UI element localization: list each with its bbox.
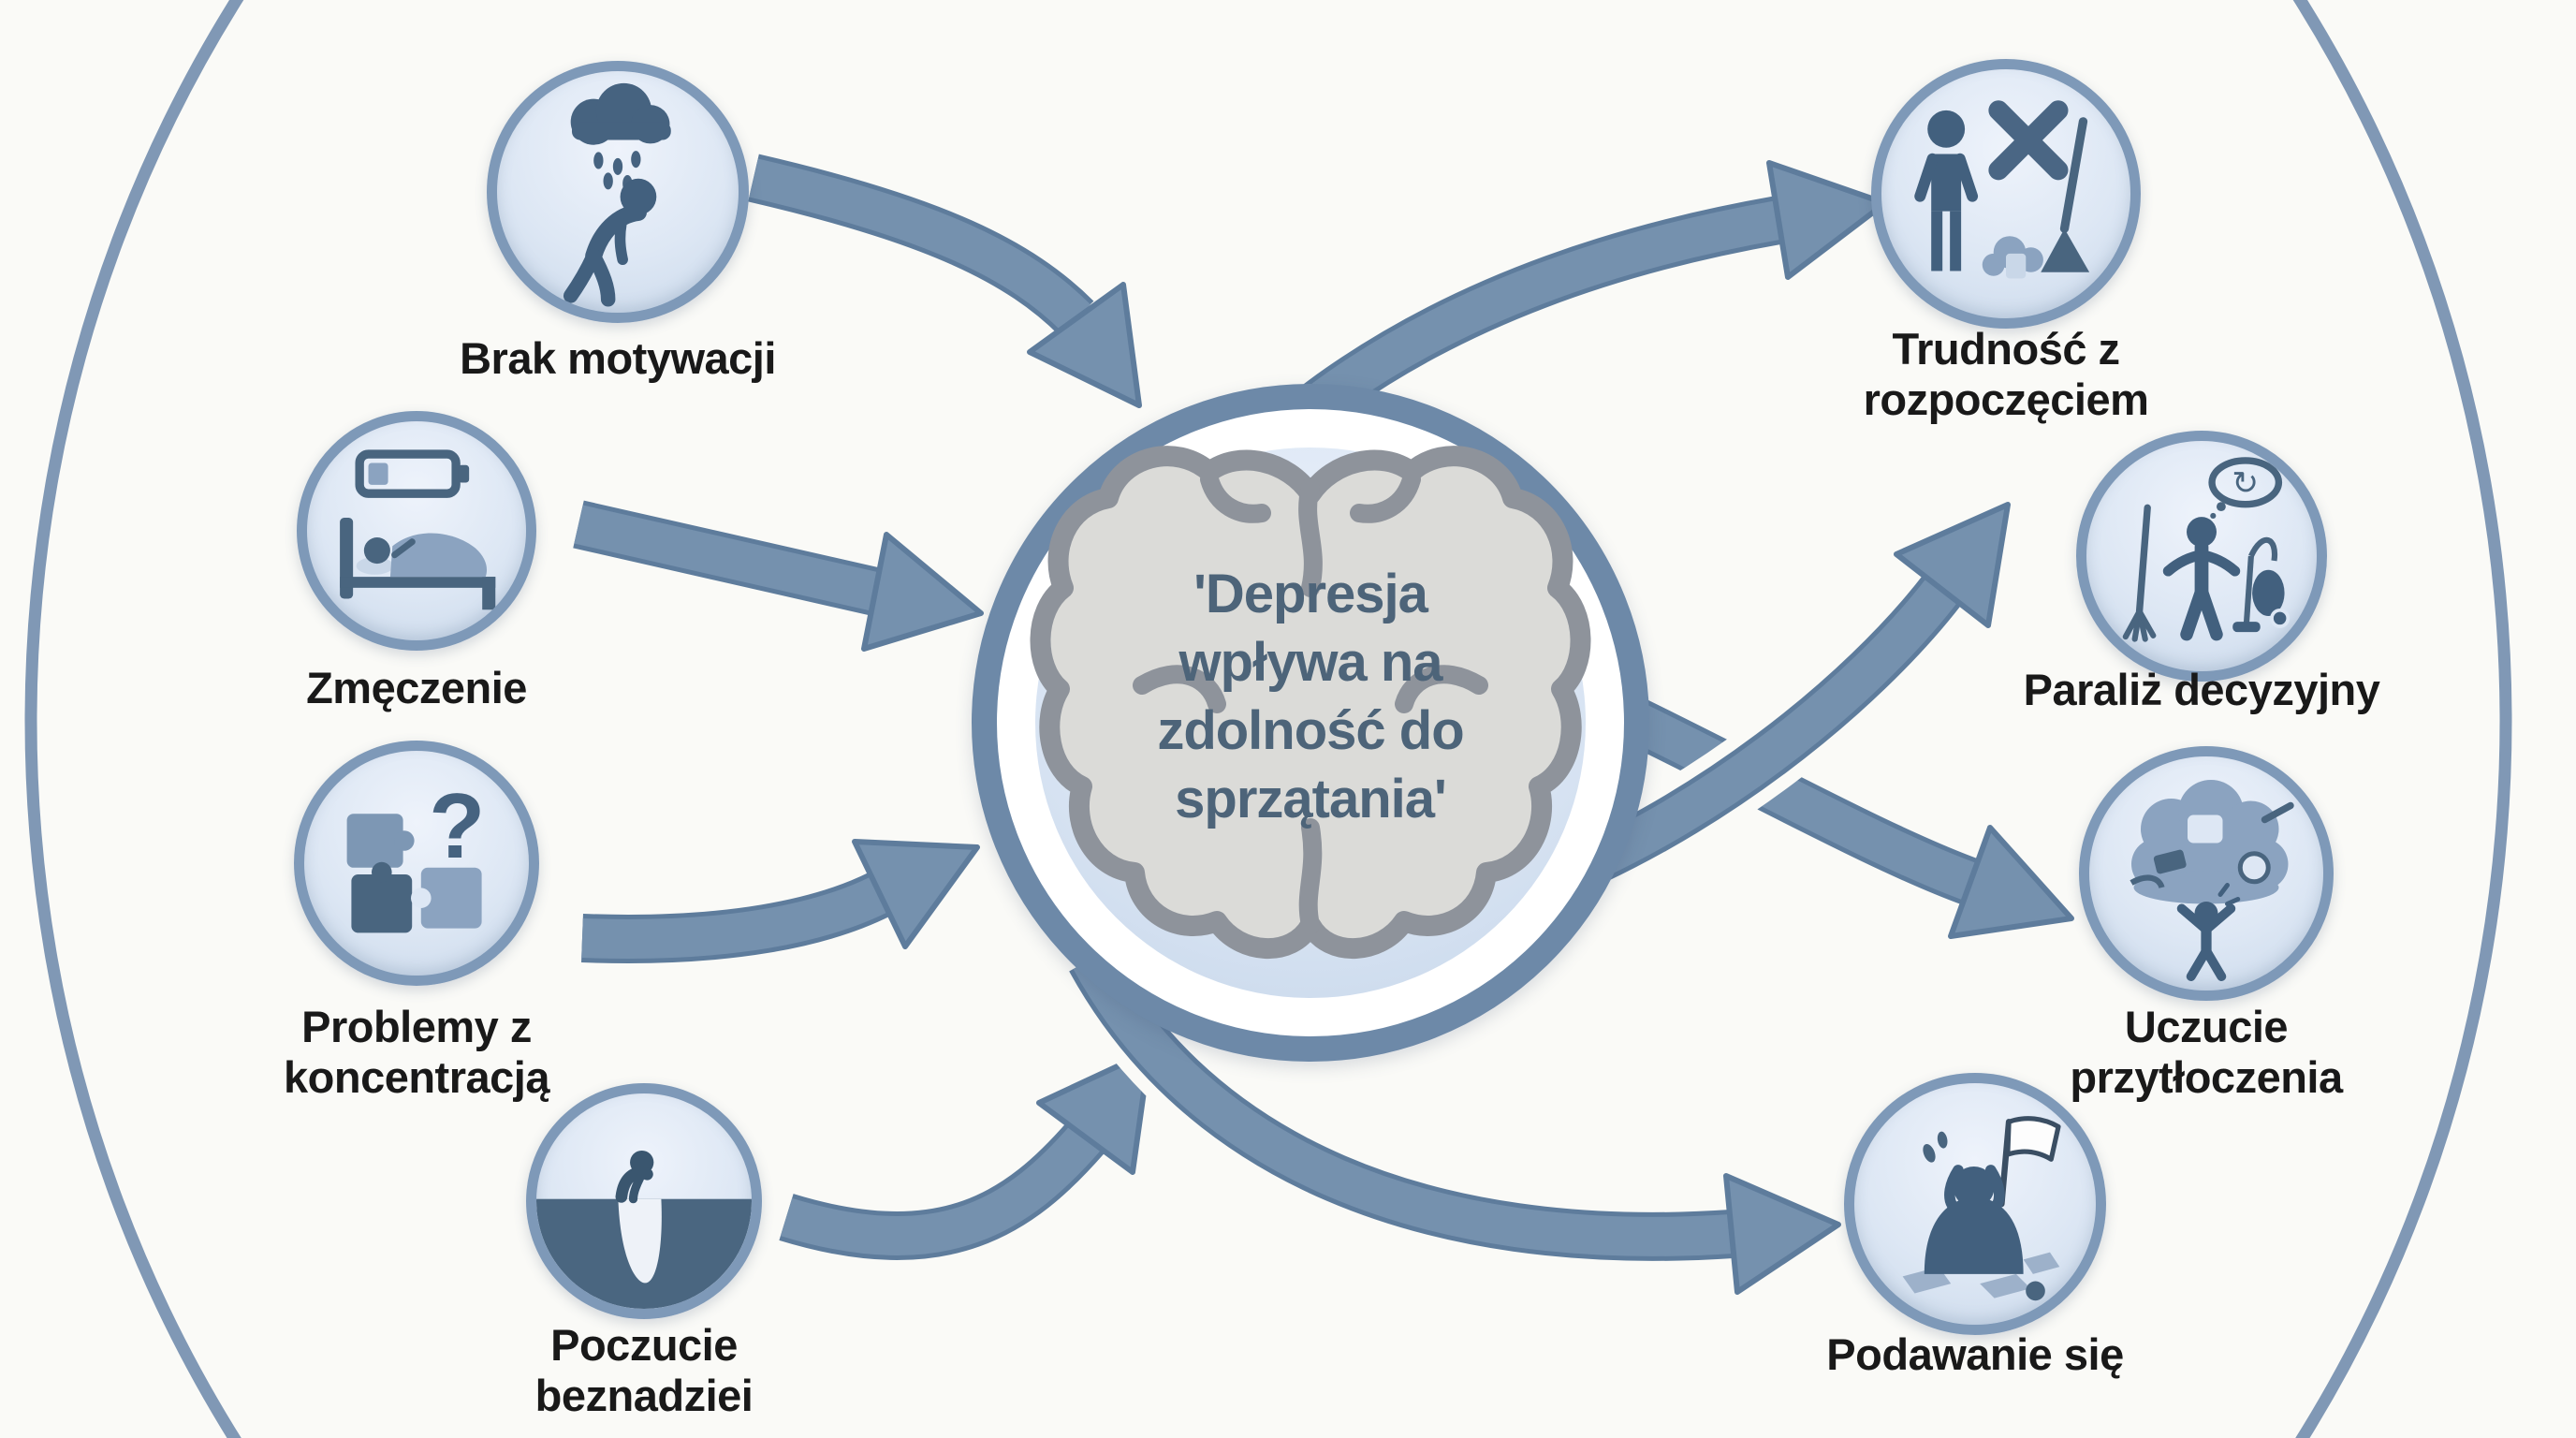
overwhelming-clutter-pile-icon [2130,780,2294,981]
brain-icon [1030,423,1591,1022]
brain-outline-icon [1030,446,1591,959]
label-podawanie-sie: Podawanie się [1713,1329,2237,1380]
label-line: Brak motywacji [460,333,776,383]
label-brak-motywacji: Brak motywacji [356,333,880,384]
center-title-line: sprzątania' [1175,769,1447,829]
node-brak-motywacji [487,61,749,323]
label-line: Poczucie [550,1320,738,1370]
label-uczucie-przytloczenia: Uczucie przytłoczenia [1944,1002,2468,1103]
label-line: beznadziei [534,1371,754,1420]
label-trudnosc-z-rozpoczeciem: Trudność z rozpoczęciem [1744,324,2268,425]
label-line: przytłoczenia [2070,1052,2343,1102]
label-line: Podawanie się [1826,1329,2124,1379]
label-line: koncentracją [284,1052,549,1102]
center-title: 'Depresja wpływa na zdolność do sprzątan… [1048,560,1573,833]
label-line: Zmęczenie [306,663,527,712]
low-battery-sleeping-person-icon [340,449,496,610]
arrow-problemy-to-center [580,829,990,976]
node-zmeczenie [297,411,536,651]
node-paraliz-decyzyjny: ↻ [2076,431,2327,682]
arrow-poczucie-to-center [775,1038,1163,1273]
label-line: Trudność z [1892,324,2120,374]
label-line: rozpoczęciem [1863,374,2149,424]
center-title-line: zdolność do [1157,700,1464,761]
node-poczucie-beznadziei [526,1083,762,1319]
label-zmeczenie: Zmęczenie [154,663,679,713]
center-title-line: 'Depresja [1193,564,1428,624]
center-title-line: wpływa na [1178,632,1442,693]
node-uczucie-przytloczenia [2079,746,2334,1001]
person-x-mess-broom-icon [1914,100,2090,279]
svg-text:↻: ↻ [2232,465,2259,503]
arrow-zmeczenie-to-center [570,488,994,662]
svg-text:?: ? [429,774,485,877]
arrow-brak-to-center [745,141,1152,418]
puzzle-question-mark-icon: ? [346,774,485,933]
arrow-center-to-podawanie [1057,941,1852,1305]
label-paraliz-decyzyjny: Paraliż decyzyjny [1939,665,2464,715]
label-line: Uczucie [2124,1002,2289,1051]
label-line: Paraliż decyzyjny [2023,665,2380,714]
shrug-person-mop-vacuum-icon: ↻ [2122,457,2291,642]
label-problemy-z-koncentracja: Problemy z koncentracją [154,1002,679,1103]
node-problemy-z-koncentracja: ? [294,741,539,986]
node-trudnosc-z-rozpoczeciem [1871,59,2141,329]
person-at-pit-icon [536,1150,752,1309]
label-line: Problemy z [301,1002,532,1051]
outer-boundary-ellipse [24,0,2512,1438]
label-poczucie-beznadziei: Poczucie beznadziei [382,1320,906,1421]
white-flag-giving-up-icon [1902,1116,2061,1301]
rain-cloud-sad-person-icon [563,82,671,307]
node-podawanie-sie [1844,1073,2106,1335]
